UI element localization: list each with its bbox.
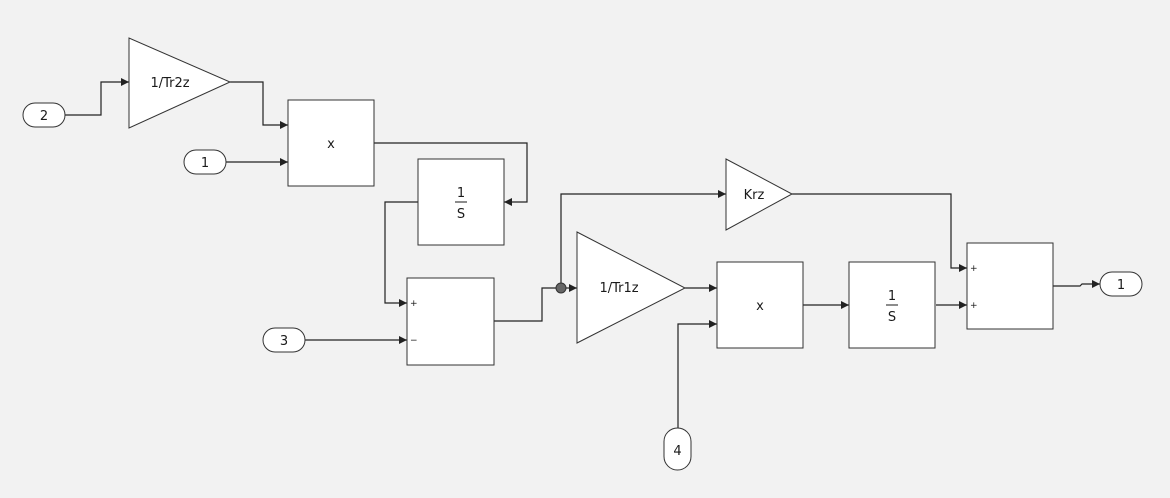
inport-1[interactable]: 1 bbox=[183, 149, 227, 175]
integrator-1-numerator: 1 bbox=[457, 186, 465, 201]
gain-krz-label: Krz bbox=[744, 188, 765, 203]
gain-block-krz[interactable]: Krz bbox=[725, 158, 794, 231]
wire-junction-to-gain-krz[interactable] bbox=[560, 190, 726, 288]
product-block-2[interactable]: x bbox=[716, 261, 804, 349]
wire-in2-to-gain-tr2z[interactable] bbox=[65, 78, 129, 116]
inport-3[interactable]: 3 bbox=[262, 327, 306, 353]
inport-2[interactable]: 2 bbox=[22, 102, 66, 128]
wire-in4-to-product-2[interactable] bbox=[677, 320, 717, 428]
wire-sum-2-to-out1[interactable] bbox=[1053, 280, 1100, 288]
product-block-1[interactable]: x bbox=[287, 99, 375, 187]
integrator-2-denominator: S bbox=[888, 310, 896, 325]
inport-3-label: 3 bbox=[280, 334, 288, 349]
sum-2-plus-sign-1: + bbox=[970, 264, 978, 274]
wire-sum-1-to-junction[interactable] bbox=[494, 287, 561, 322]
wire-integrator-1-to-sum-1[interactable] bbox=[384, 201, 418, 307]
sum-block-2[interactable]: + + bbox=[966, 242, 1054, 330]
wire-product-1-to-integrator-1[interactable] bbox=[374, 142, 528, 206]
gain-block-tr2z[interactable]: 1/Tr2z bbox=[128, 37, 232, 129]
gain-tr1z-label: 1/Tr1z bbox=[599, 281, 638, 296]
wire-gain-tr2z-to-product-1[interactable] bbox=[230, 81, 288, 129]
inport-2-label: 2 bbox=[40, 109, 48, 124]
wire-gain-krz-to-sum-2[interactable] bbox=[792, 193, 967, 272]
integrator-block-2[interactable]: 1 S bbox=[848, 261, 936, 349]
sum-block-1[interactable]: + − bbox=[406, 277, 495, 366]
product-1-label: x bbox=[327, 137, 335, 152]
product-2-label: x bbox=[756, 299, 764, 314]
inport-4-label: 4 bbox=[673, 444, 681, 459]
inport-4[interactable]: 4 bbox=[663, 427, 692, 471]
gain-block-tr1z[interactable]: 1/Tr1z bbox=[576, 231, 687, 344]
integrator-1-denominator: S bbox=[457, 207, 465, 222]
integrator-2-numerator: 1 bbox=[888, 289, 896, 304]
sum-2-plus-sign-2: + bbox=[970, 301, 978, 311]
integrator-block-1[interactable]: 1 S bbox=[417, 158, 505, 246]
signal-lines bbox=[65, 78, 1100, 428]
sum-1-plus-sign: + bbox=[410, 299, 418, 309]
inport-1-label: 1 bbox=[201, 156, 209, 171]
outport-1-label: 1 bbox=[1117, 278, 1125, 293]
outport-1[interactable]: 1 bbox=[1099, 271, 1143, 297]
sum-1-minus-sign: − bbox=[410, 336, 418, 346]
gain-tr2z-label: 1/Tr2z bbox=[150, 76, 189, 91]
branch-junction-dot[interactable] bbox=[555, 282, 567, 294]
